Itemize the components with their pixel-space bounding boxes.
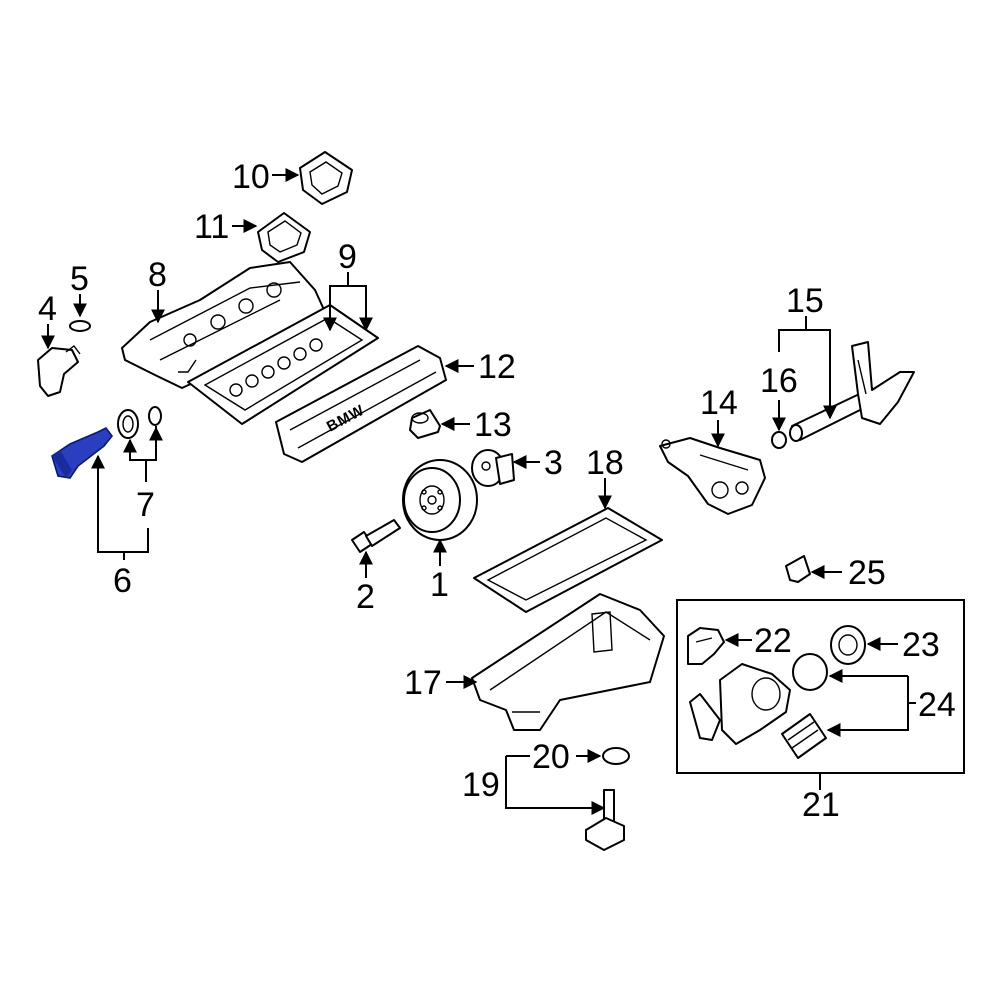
part-8-valve-cover[interactable]: [121, 261, 326, 389]
callout-8: 8: [148, 256, 167, 294]
callout-numbers: 10 11 8 9 5 4 12 13 3 7 6 1 2 18 14 16 1…: [38, 158, 956, 824]
part-21-oil-filter-housing[interactable]: [689, 663, 791, 745]
part-16-o-ring[interactable]: [771, 431, 787, 449]
part-9-valve-cover-gasket[interactable]: [187, 304, 379, 425]
part-10-oil-filler-cap[interactable]: [299, 151, 353, 205]
part-4-sensor[interactable]: [37, 345, 81, 397]
callout-19: 19: [462, 766, 500, 804]
callout-5: 5: [70, 260, 89, 298]
callout-10: 10: [232, 158, 270, 196]
part-1-crank-pulley[interactable]: [402, 459, 478, 541]
part-3-hub[interactable]: [471, 449, 515, 487]
part-14-oil-pump[interactable]: [659, 437, 766, 515]
part-19-oil-level-sensor[interactable]: [585, 789, 625, 851]
part-12-engine-cover[interactable]: BMW: [275, 345, 447, 463]
part-5-o-ring[interactable]: [69, 320, 91, 332]
part-6-highlighted-sensor[interactable]: [51, 426, 114, 479]
callout-9: 9: [338, 238, 357, 276]
callout-21: 21: [802, 786, 840, 824]
leader-lines: [41, 168, 916, 815]
part-2-bolt[interactable]: [351, 519, 401, 553]
callout-23: 23: [902, 626, 940, 664]
part-22-housing-gasket[interactable]: [687, 627, 725, 665]
callout-22: 22: [754, 622, 792, 660]
callout-4: 4: [38, 290, 57, 328]
callout-12: 12: [478, 348, 516, 386]
callout-24: 24: [918, 686, 956, 724]
callout-14: 14: [700, 384, 738, 422]
callout-13: 13: [474, 406, 512, 444]
callout-1: 1: [430, 566, 449, 604]
callout-25: 25: [848, 554, 886, 592]
callout-16: 16: [760, 362, 798, 400]
callout-2: 2: [356, 578, 375, 616]
part-23-filter-cap[interactable]: [830, 625, 866, 665]
part-18-oil-pan-gasket[interactable]: [473, 507, 663, 613]
callout-7: 7: [136, 486, 155, 524]
part-11-cap-gasket[interactable]: [257, 212, 311, 263]
part-7-washer-seal[interactable]: [117, 406, 162, 439]
callout-6: 6: [113, 562, 132, 600]
part-20-o-ring[interactable]: [602, 747, 630, 765]
part-17-oil-pan[interactable]: [471, 593, 665, 731]
callout-3: 3: [544, 444, 563, 482]
callout-20: 20: [532, 738, 570, 776]
callout-15: 15: [786, 282, 824, 320]
part-13-plug[interactable]: [409, 409, 441, 439]
callout-18: 18: [586, 444, 624, 482]
part-15-oil-pickup-tube[interactable]: [789, 341, 915, 442]
callout-11: 11: [194, 208, 229, 246]
part-25-oil-pressure-switch[interactable]: [785, 555, 811, 583]
part-24-oil-filter-element[interactable]: [781, 653, 828, 759]
callout-17: 17: [404, 664, 442, 702]
